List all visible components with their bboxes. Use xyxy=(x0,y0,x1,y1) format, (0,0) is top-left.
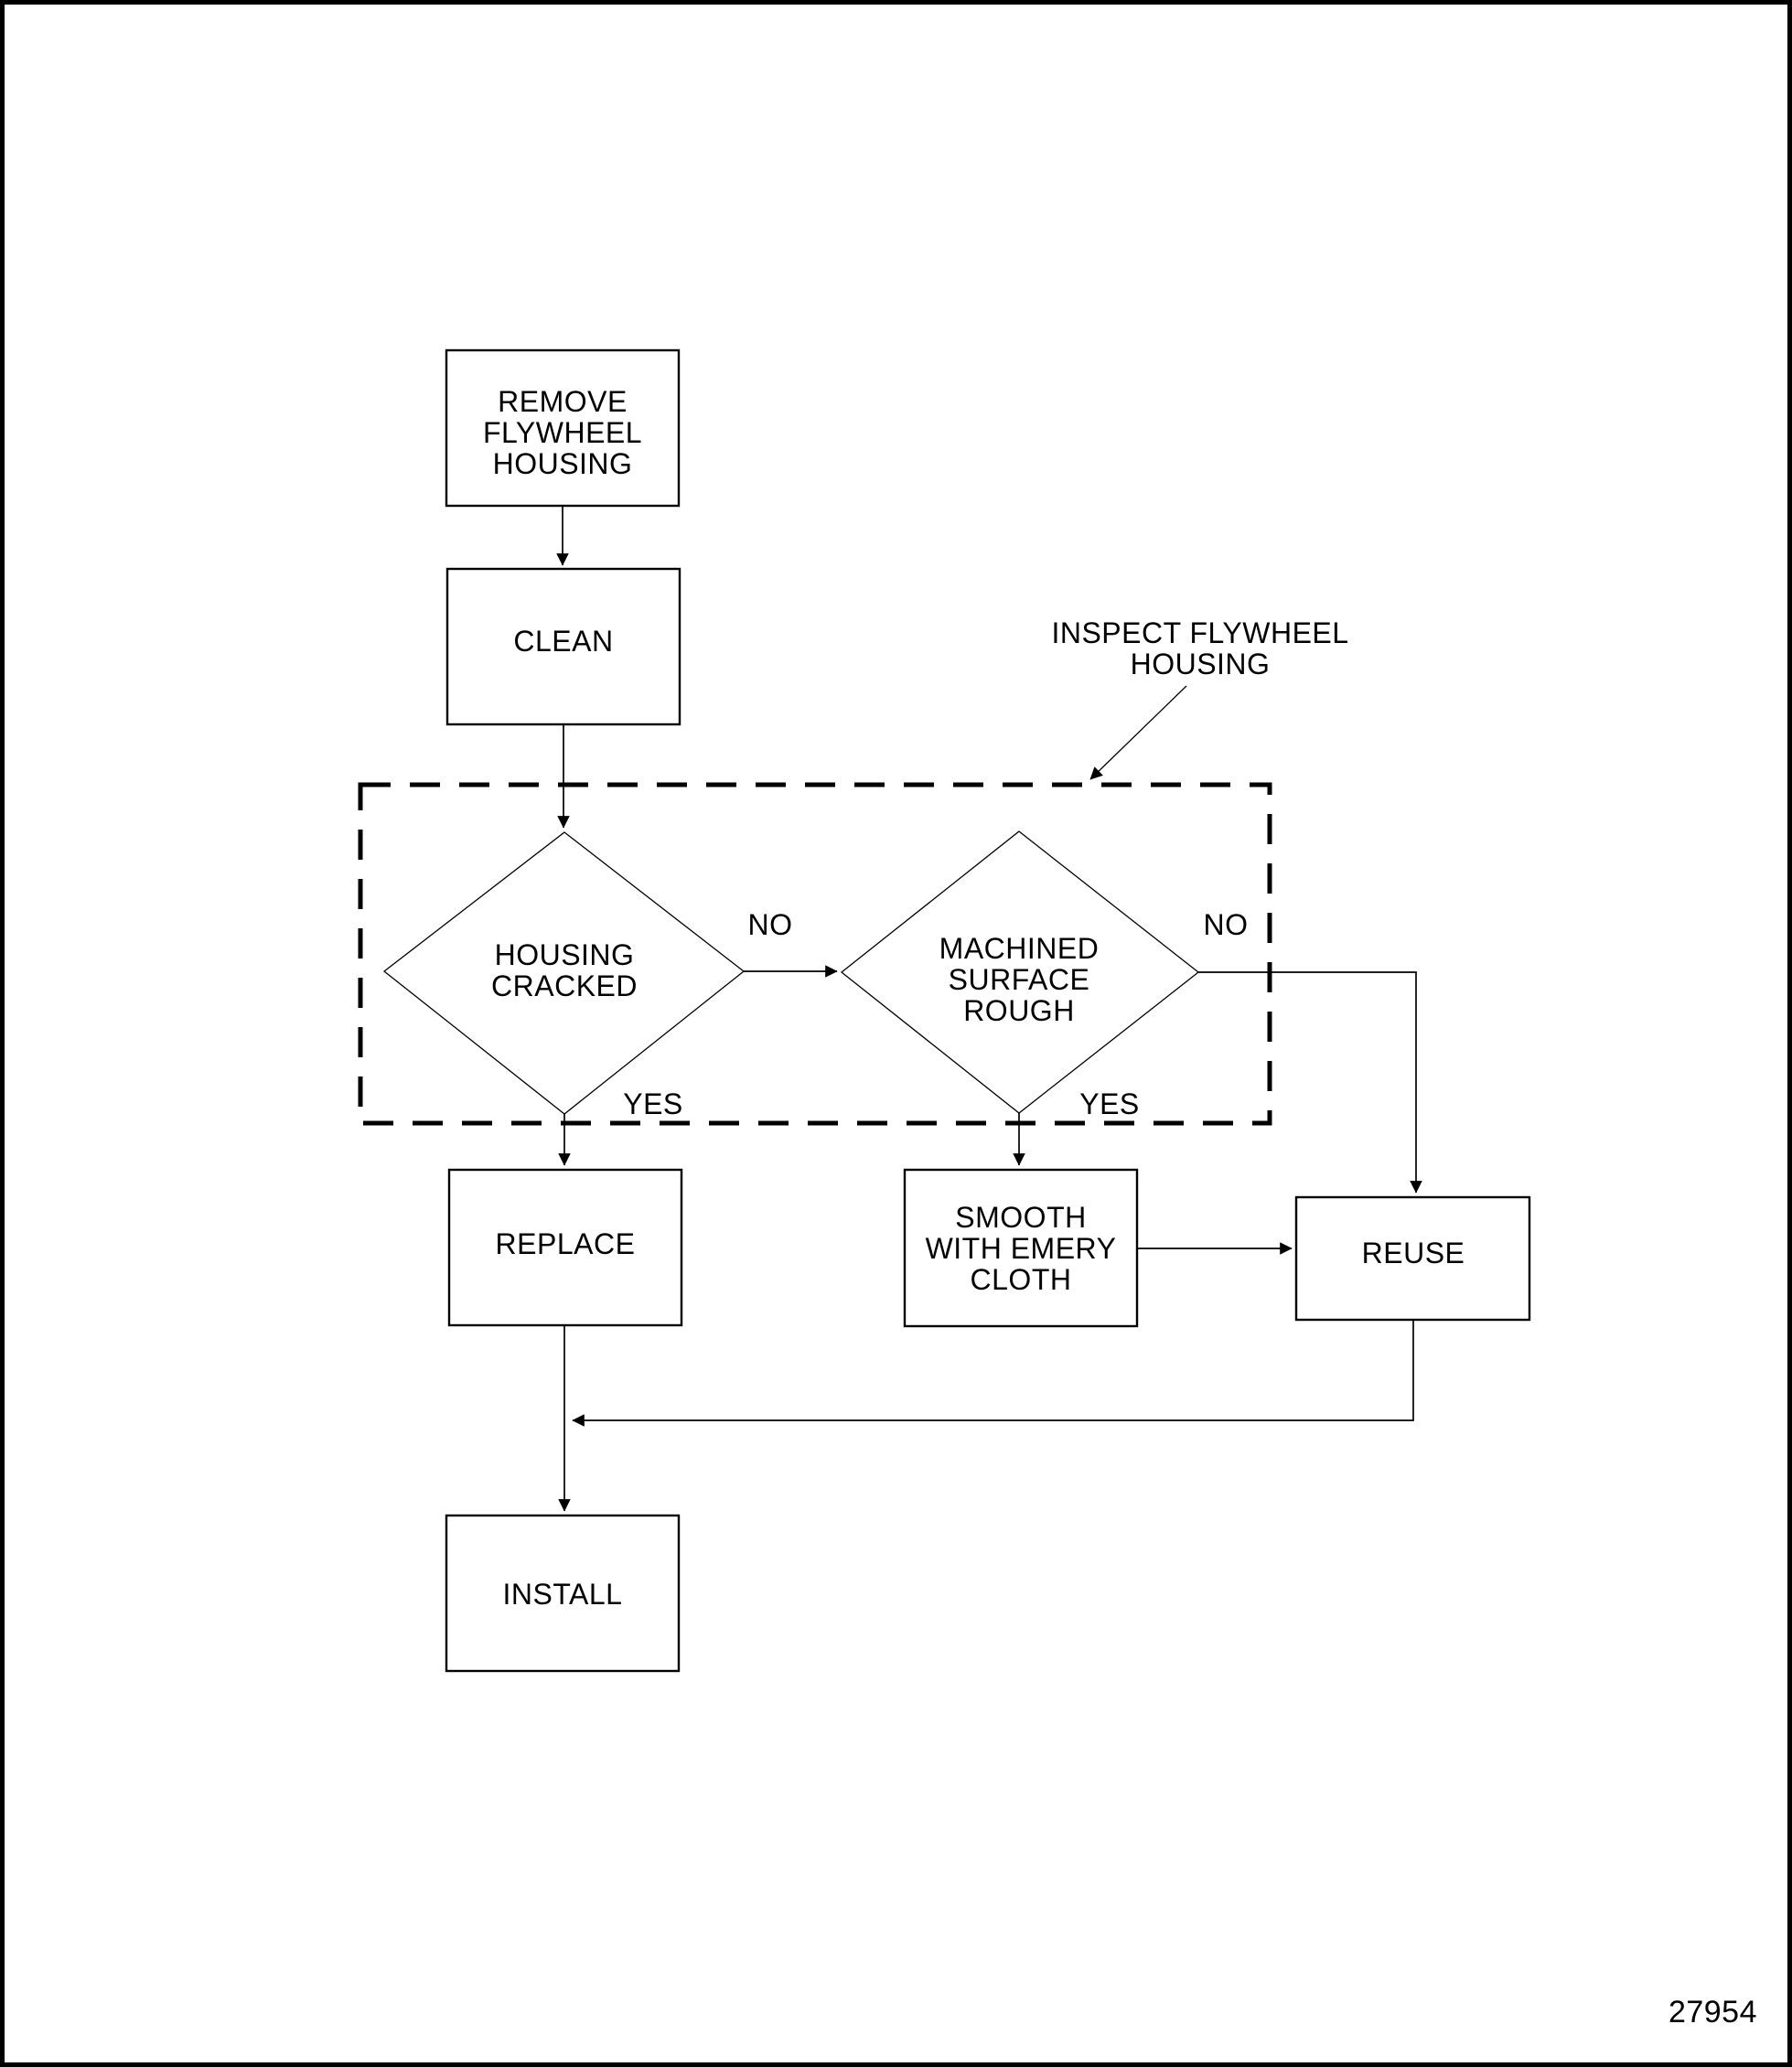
edge-label-yes: YES xyxy=(1079,1087,1140,1120)
edge-line xyxy=(1198,971,1422,1194)
node-clean: CLEAN xyxy=(445,567,681,726)
edge-housing-cracked-yes: YES xyxy=(558,1087,683,1166)
process-box xyxy=(1294,1195,1531,1322)
decision-housing-cracked: HOUSING CRACKED xyxy=(382,831,746,1115)
edge-label-no: NO xyxy=(748,908,793,941)
node-replace: REPLACE xyxy=(447,1168,683,1327)
edge-housing-cracked-no: NO xyxy=(744,908,838,978)
decision-label-line: CRACKED xyxy=(491,969,638,1002)
node-label-line: CLOTH xyxy=(971,1263,1072,1296)
inspect-group-boundary xyxy=(358,782,1272,1126)
node-label-line: WITH EMERY xyxy=(926,1232,1117,1265)
process-box xyxy=(903,1168,1139,1328)
edge-machined-no: NO xyxy=(1198,908,1422,1194)
figure-number: 27954 xyxy=(1669,1995,1757,2030)
process-box xyxy=(445,1514,681,1673)
decision-machined-surface-rough: MACHINED SURFACE ROUGH xyxy=(840,830,1200,1114)
node-label: INSTALL xyxy=(503,1578,623,1611)
inspect-group-label-line1: INSPECT FLYWHEEL xyxy=(1051,616,1348,649)
node-label-line: FLYWHEEL xyxy=(483,416,642,449)
edge-label-yes: YES xyxy=(623,1087,683,1120)
process-box xyxy=(445,567,681,726)
decision-label-line: ROUGH xyxy=(963,994,1075,1027)
node-smooth-with-emery-cloth: SMOOTH WITH EMERY CLOTH xyxy=(903,1168,1139,1328)
node-label-line: SMOOTH xyxy=(955,1201,1086,1234)
node-label-line: HOUSING xyxy=(493,447,633,480)
decision-label-line: SURFACE xyxy=(949,963,1090,996)
node-label: REUSE xyxy=(1362,1237,1465,1269)
inspect-group-label-line2: HOUSING xyxy=(1131,648,1271,680)
node-reuse: REUSE xyxy=(1294,1195,1531,1322)
node-install: INSTALL xyxy=(445,1514,681,1673)
inspect-group-label: INSPECT FLYWHEEL HOUSING xyxy=(1051,616,1348,780)
node-label: REPLACE xyxy=(496,1227,636,1260)
node-remove-flywheel-housing: REMOVE FLYWHEEL HOUSING xyxy=(445,348,681,508)
inspect-label-pointer-line xyxy=(1089,685,1187,780)
edge-reuse-to-merge xyxy=(572,1320,1414,1427)
node-label-line: REMOVE xyxy=(498,385,628,418)
edge-label-no: NO xyxy=(1204,908,1249,941)
edge-machined-yes: YES xyxy=(1013,1087,1140,1166)
node-label: CLEAN xyxy=(513,625,613,658)
decision-label-line: HOUSING xyxy=(495,938,635,971)
decision-label-line: MACHINED xyxy=(939,932,1100,965)
process-box xyxy=(447,1168,683,1327)
